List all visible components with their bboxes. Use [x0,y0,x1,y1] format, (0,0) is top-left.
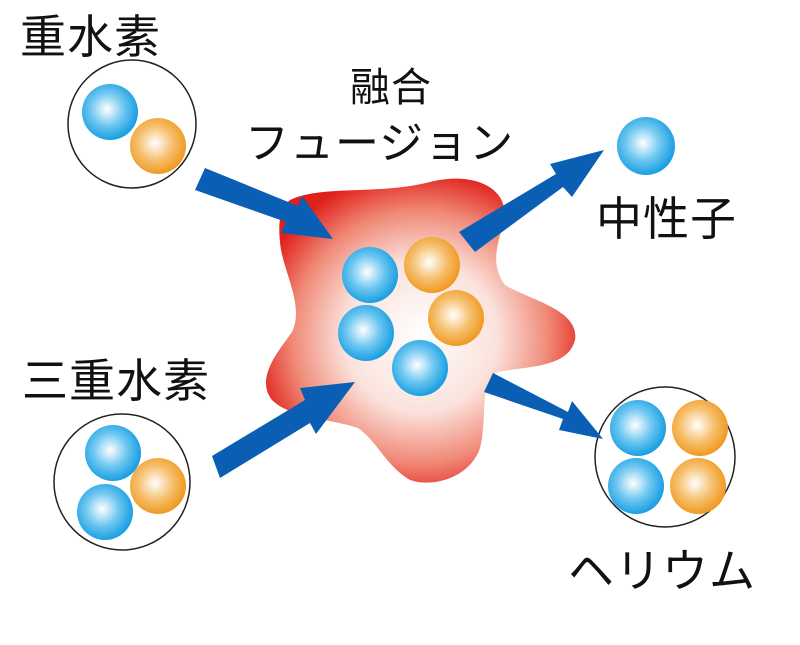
label-fusion-katakana: フュージョン [245,118,515,169]
helium-neutron-1 [672,400,728,456]
deuterium-neutron [130,118,186,174]
fusion-proton-1 [342,247,398,303]
helium-neutron-2 [670,458,726,514]
label-deuterium: 重水素 [20,10,161,64]
tritium-proton-2 [77,484,133,540]
fusion-cloud [265,178,576,483]
tritium-outline [53,413,191,551]
tritium-proton-1 [85,425,141,481]
fusion-neutron-1 [404,237,460,293]
helium-proton-1 [610,400,666,456]
arrow-deuterium-to-fusion [195,168,333,239]
neutron-particle [617,117,675,175]
helium-outline [594,386,736,528]
helium-proton-2 [608,458,664,514]
deuterium-outline [67,59,197,189]
arrow-fusion-to-helium [484,373,603,439]
label-fusion-kanji: 融合 [350,65,432,111]
tritium-neutron [130,458,186,514]
deuterium-proton [82,84,138,140]
label-helium: ヘリウム [568,544,756,598]
label-tritium: 三重水素 [22,354,210,408]
fusion-proton-2 [338,305,394,361]
arrow-tritium-to-fusion [212,382,355,478]
label-neutron: 中性子 [596,192,737,246]
arrow-fusion-to-neutron [459,150,604,252]
fusion-proton-3 [392,340,448,396]
fusion-neutron-2 [428,290,484,346]
